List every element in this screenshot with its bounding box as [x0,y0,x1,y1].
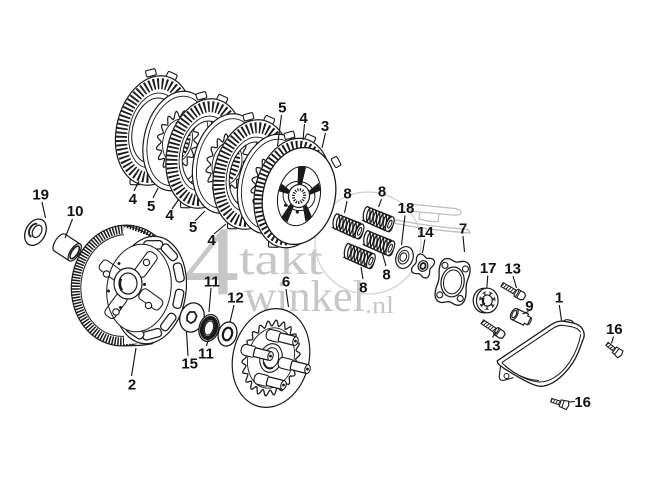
svg-text:17: 17 [480,260,497,277]
svg-text:8: 8 [382,267,390,284]
svg-text:14: 14 [417,224,434,241]
svg-text:4: 4 [207,232,216,249]
svg-text:13: 13 [504,260,521,277]
svg-text:9: 9 [525,298,533,315]
svg-text:11: 11 [198,346,214,363]
svg-text:18: 18 [398,200,415,217]
svg-text:15: 15 [181,356,198,373]
svg-text:7: 7 [459,221,467,238]
svg-text:10: 10 [67,203,84,220]
svg-text:12: 12 [227,290,244,307]
svg-text:4: 4 [129,191,138,208]
svg-text:6: 6 [282,274,290,291]
svg-text:.nl: .nl [365,293,394,319]
svg-text:8: 8 [359,279,367,296]
svg-text:5: 5 [189,219,197,236]
svg-text:11: 11 [204,273,220,290]
svg-text:1: 1 [555,289,563,306]
svg-text:16: 16 [606,321,623,338]
svg-text:3: 3 [321,118,329,135]
svg-text:19: 19 [32,186,49,203]
svg-text:8: 8 [343,186,351,203]
svg-text:5: 5 [278,100,286,117]
svg-text:5: 5 [147,198,155,215]
svg-text:4: 4 [166,207,175,224]
svg-text:13: 13 [484,338,501,355]
svg-text:8: 8 [378,184,386,201]
svg-text:2: 2 [128,377,136,394]
svg-text:4: 4 [299,110,308,127]
svg-text:16: 16 [574,394,591,411]
